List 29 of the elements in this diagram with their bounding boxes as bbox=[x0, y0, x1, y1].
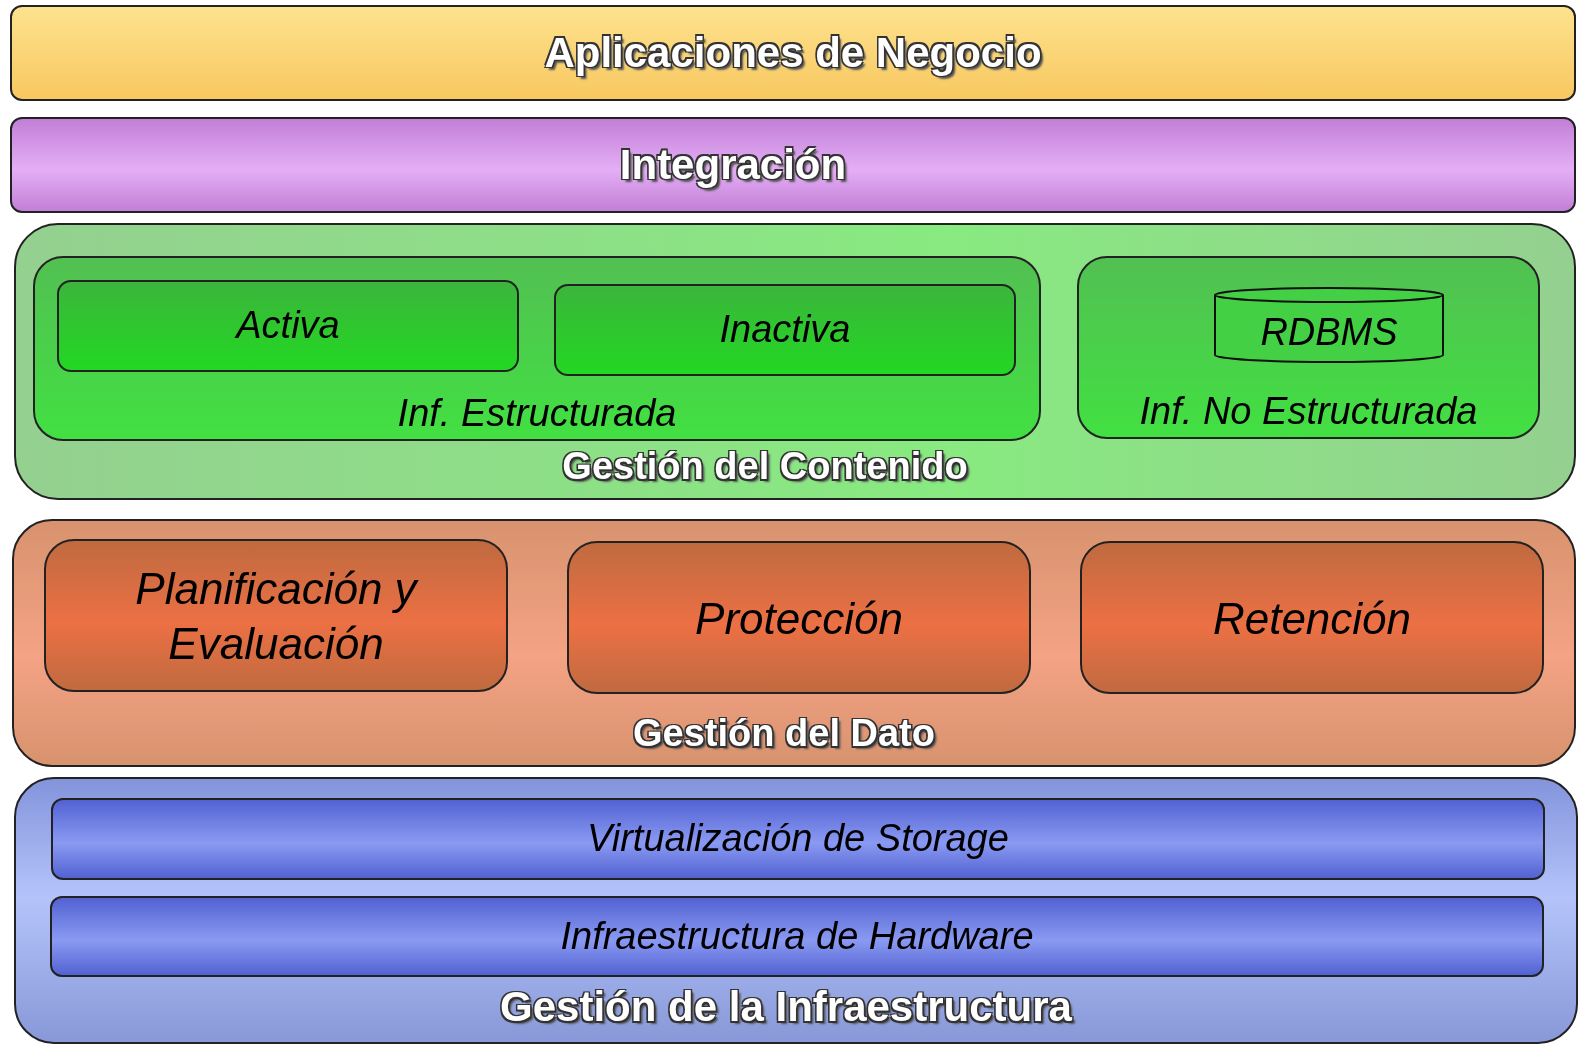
layer-title: Gestión de la Infraestructura bbox=[500, 981, 1072, 1032]
layer-title: Aplicaciones de Negocio bbox=[544, 27, 1042, 78]
module-label: Inactiva bbox=[719, 307, 851, 353]
group-box bbox=[33, 256, 1041, 441]
layer-panel bbox=[14, 777, 1578, 1044]
layer-title: Gestión del Dato bbox=[633, 710, 935, 756]
layer-title: Integración bbox=[619, 139, 847, 190]
module-label: Protección bbox=[695, 592, 903, 644]
module-box bbox=[1080, 541, 1544, 694]
layer-band bbox=[10, 5, 1576, 101]
module-label: RDBMS bbox=[1260, 310, 1398, 356]
module-label: Virtualización de Storage bbox=[587, 816, 1009, 862]
layer-bar bbox=[50, 896, 1544, 977]
module-box bbox=[567, 541, 1031, 694]
group-box bbox=[1077, 256, 1540, 439]
module-label: Activa bbox=[236, 303, 340, 349]
module-label: Infraestructura de Hardware bbox=[560, 913, 1034, 959]
module-box bbox=[554, 284, 1016, 376]
module-box bbox=[44, 539, 508, 692]
layer-title: Gestión del Contenido bbox=[562, 443, 968, 489]
layer-bar bbox=[51, 798, 1545, 880]
layer-panel bbox=[14, 223, 1576, 500]
layer-panel bbox=[12, 519, 1576, 767]
module-label: Retención bbox=[1212, 592, 1412, 644]
module-label: Inf. No Estructurada bbox=[1139, 388, 1478, 434]
module-label: Inf. Estructurada bbox=[397, 390, 677, 436]
module-box bbox=[57, 280, 519, 372]
module-label: Planificación y Evaluación bbox=[134, 562, 420, 670]
layer-band bbox=[10, 117, 1576, 213]
